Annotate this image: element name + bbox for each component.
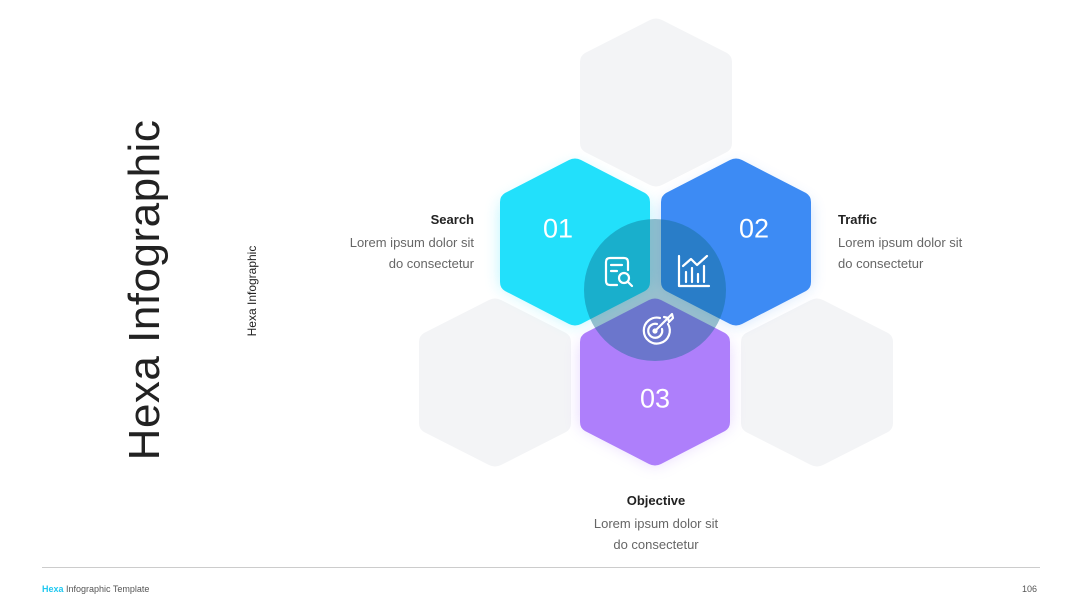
hex-03	[580, 298, 730, 466]
label-objective-line1: Lorem ipsum dolor sit	[593, 516, 719, 531]
hex-02-number: 02	[738, 213, 770, 244]
document-search-icon	[604, 256, 634, 288]
bar-chart-icon	[677, 254, 711, 288]
label-objective: Objective Lorem ipsum dolor sit do conse…	[556, 490, 756, 555]
page-number: 106	[1021, 584, 1037, 594]
target-icon	[642, 312, 675, 345]
label-search-heading: Search	[430, 212, 474, 227]
footer-brand: Hexa	[42, 584, 64, 594]
footer-template-label: Hexa Infographic Template	[42, 584, 149, 594]
label-objective-line2: do consectetur	[613, 537, 699, 552]
label-traffic: Traffic Lorem ipsum dolor sit do consect…	[838, 209, 1038, 274]
center-overlap-circle	[584, 219, 726, 361]
footer-divider	[42, 567, 1040, 568]
placeholder-hex-left	[419, 298, 571, 467]
hex-03-number: 03	[639, 383, 671, 414]
hex-01-number: 01	[542, 213, 574, 244]
label-search: Search Lorem ipsum dolor sit do consecte…	[274, 209, 474, 274]
hex-02	[661, 158, 811, 326]
placeholder-hex-right	[741, 298, 893, 467]
label-traffic-line2: do consectetur	[838, 256, 924, 271]
label-search-line1: Lorem ipsum dolor sit	[349, 235, 474, 250]
placeholder-hex-top	[580, 18, 732, 187]
label-objective-heading: Objective	[626, 493, 686, 508]
footer-template-text: Infographic Template	[63, 584, 150, 594]
label-traffic-line1: Lorem ipsum dolor sit	[838, 235, 963, 250]
hex-01	[500, 158, 650, 326]
label-search-line2: do consectetur	[388, 256, 474, 271]
label-traffic-heading: Traffic	[838, 212, 878, 227]
